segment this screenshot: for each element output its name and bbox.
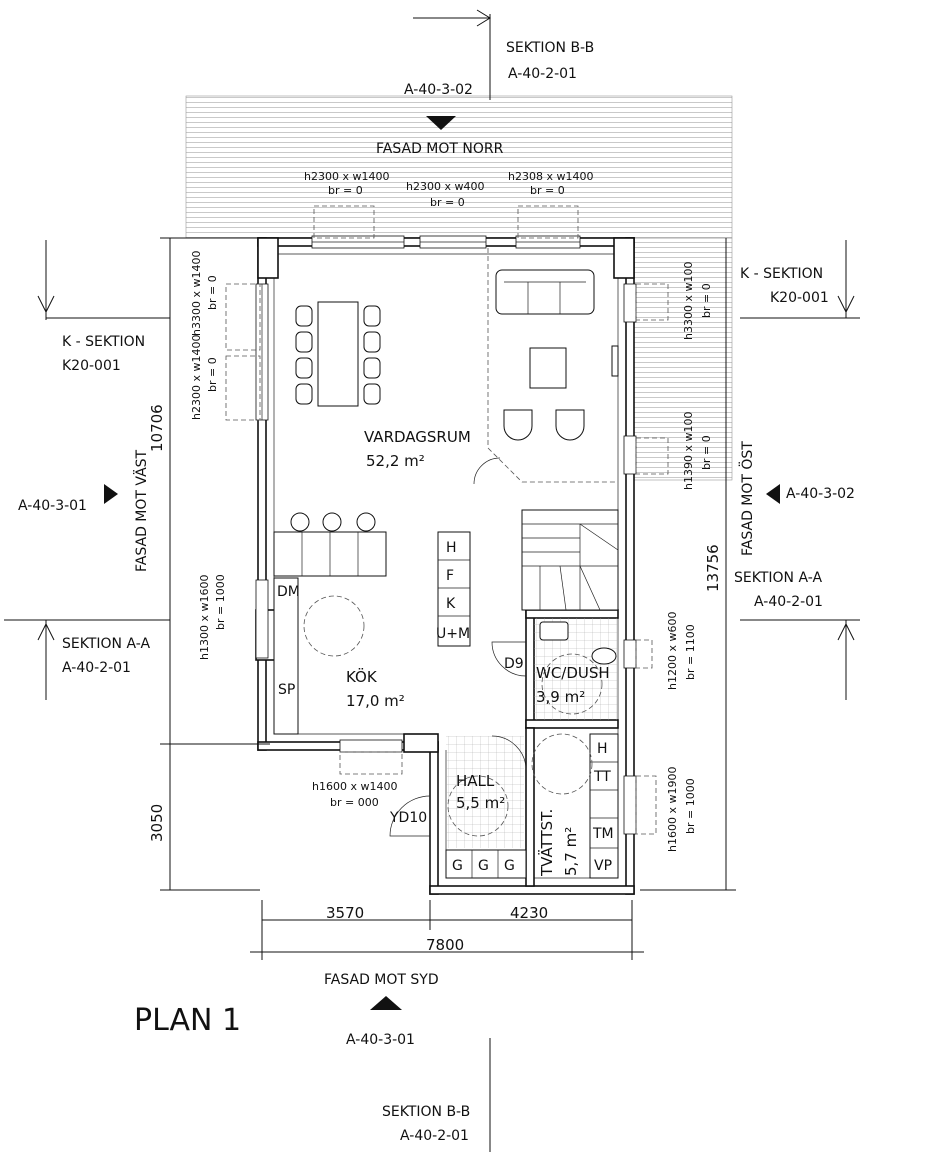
k-sektion-right: K - SEKTION: [740, 266, 823, 282]
window-e1-br: br = 0: [700, 283, 713, 318]
fixture-g3: G: [504, 858, 515, 874]
k-sektion-left-ref: K20-001: [62, 358, 121, 374]
window-projections: [225, 205, 669, 835]
window-e4: h1600 x w1900: [666, 767, 679, 852]
fixture-um: U+M: [436, 626, 470, 642]
section-markers: [4, 116, 860, 1010]
facade-south-ref: A-40-3-01: [346, 1032, 415, 1048]
window-e3-br: br = 1100: [684, 624, 697, 680]
fixture-sp: SP: [278, 682, 295, 698]
section-bb-line: [413, 9, 491, 1152]
deck-north: [185, 95, 733, 239]
sektion-aa-left: SEKTION A-A: [62, 636, 150, 652]
room-hall-area: 5,5 m²: [456, 794, 505, 812]
dim-east-depth: 13756: [704, 544, 722, 592]
window-e2: h1390 x w100: [682, 412, 695, 490]
window-n1: h2300 x w1400: [304, 170, 389, 183]
room-vardagsrum-area: 52,2 m²: [366, 452, 425, 470]
room-hall: HALL: [456, 772, 495, 790]
fixture-g2: G: [478, 858, 489, 874]
sektion-aa-left-ref: A-40-2-01: [62, 660, 131, 676]
dimension-lines: [160, 237, 736, 960]
room-kok-area: 17,0 m²: [346, 692, 405, 710]
sektion-bb-bottom-ref: A-40-2-01: [400, 1128, 469, 1144]
sektion-bb-bottom: SEKTION B-B: [382, 1104, 470, 1120]
window-openings: [255, 235, 637, 835]
sofa: [495, 269, 619, 441]
sektion-aa-right: SEKTION A-A: [734, 570, 822, 586]
window-s1-br: br = 000: [330, 796, 379, 809]
dim-width-a: 3570: [326, 904, 364, 922]
dim-lower-depth: 3050: [148, 804, 166, 842]
facade-north: FASAD MOT NORR: [376, 141, 504, 157]
k-sektion-right-ref: K20-001: [770, 290, 829, 306]
window-w1-br: br = 0: [206, 275, 219, 310]
window-n3-br: br = 0: [530, 184, 565, 197]
fixture-h: H: [446, 540, 457, 556]
window-n1-br: br = 0: [328, 184, 363, 197]
fixture-tt: TT: [593, 769, 611, 785]
doors: [389, 457, 527, 837]
window-e3: h1200 x w600: [666, 612, 679, 690]
room-tvatt: TVÄTTST.: [537, 809, 556, 877]
fixture-k: K: [446, 596, 456, 612]
facade-west: FASAD MOT VÄST: [132, 449, 150, 572]
window-w3-br: br = 1000: [214, 574, 227, 630]
sektion-aa-right-ref: A-40-2-01: [754, 594, 823, 610]
fixture-tm: TM: [592, 826, 614, 842]
window-w2: h2300 x w1400: [190, 335, 203, 420]
fixture-g1: G: [452, 858, 463, 874]
dim-west-depth: 10706: [148, 404, 166, 452]
window-e2-br: br = 0: [700, 435, 713, 470]
room-tvatt-area: 5,7 m²: [562, 827, 580, 876]
fixture-f: F: [446, 568, 454, 584]
deck-east: [631, 237, 733, 481]
facade-east: FASAD MOT ÖST: [738, 441, 756, 556]
dim-width-b: 4230: [510, 904, 548, 922]
facade-south: FASAD MOT SYD: [324, 972, 439, 988]
k-sektion-left: K - SEKTION: [62, 334, 145, 350]
window-w1: h3300 x w1400: [190, 251, 203, 336]
kitchen-table: [303, 595, 365, 657]
room-kok: KÖK: [346, 667, 378, 686]
window-w2-br: br = 0: [206, 357, 219, 392]
door-d9: D9: [504, 656, 524, 672]
plan-title: PLAN 1: [134, 1003, 241, 1038]
room-wc-area: 3,9 m²: [536, 688, 585, 706]
labels: SEKTION B-B A-40-2-01 A-40-3-02 FASAD MO…: [18, 40, 855, 1144]
fixture-vp: VP: [594, 858, 612, 874]
window-n2: h2300 x w400: [406, 180, 484, 193]
window-n2-br: br = 0: [430, 196, 465, 209]
window-w3: h1300 x w1600: [198, 575, 211, 660]
dining-table: [295, 301, 381, 407]
window-e4-br: br = 1000: [684, 778, 697, 834]
fixture-dm: DM: [277, 584, 300, 600]
fixture-h2: H: [597, 741, 608, 757]
room-vardagsrum: VARDAGSRUM: [364, 428, 471, 446]
window-s1: h1600 x w1400: [312, 780, 397, 793]
facade-north-ref: A-40-3-02: [404, 82, 473, 98]
wc-fixtures: [447, 621, 617, 837]
dim-width-total: 7800: [426, 936, 464, 954]
sektion-bb-top: SEKTION B-B: [506, 40, 594, 56]
window-e1: h3300 x w100: [682, 262, 695, 340]
sektion-bb-top-ref: A-40-2-01: [508, 66, 577, 82]
facade-east-ref: A-40-3-02: [786, 486, 855, 502]
door-yd10: YD10: [389, 810, 427, 826]
room-wc: WC/DUSH: [536, 664, 610, 682]
facade-west-ref: A-40-3-01: [18, 498, 87, 514]
window-n3: h2308 x w1400: [508, 170, 593, 183]
